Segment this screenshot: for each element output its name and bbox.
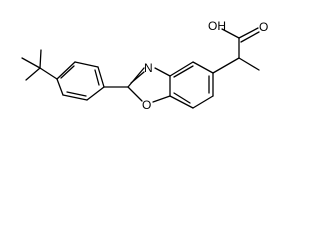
bond-ring-to-alpha-carbon bbox=[212, 57, 240, 74]
bond-c-o-1 bbox=[238, 27, 259, 39]
propanoic-acid-group bbox=[212, 27, 260, 74]
bond-tbu-methyl-3 bbox=[39, 49, 42, 69]
structure-diagram: OH O N O bbox=[21, 19, 269, 112]
bond-bz-double-1 bbox=[173, 92, 191, 104]
bond-bz-2 bbox=[169, 95, 194, 109]
oxazole-nitrogen-label: N bbox=[144, 61, 153, 75]
benzo-ring bbox=[169, 61, 214, 109]
bond-bz-5 bbox=[192, 61, 214, 74]
bond-ph-double-1 bbox=[66, 91, 87, 97]
bond-ph-double-3 bbox=[60, 65, 75, 79]
bond-c-o-2 bbox=[240, 31, 260, 43]
molecule-drawing: OH O N O bbox=[21, 19, 268, 112]
bond-ph-4 bbox=[97, 66, 105, 88]
bond-bz-double-3 bbox=[173, 65, 194, 78]
bond-c2-o bbox=[127, 86, 143, 102]
bond-c-oh bbox=[221, 28, 240, 39]
bond-alpha-methyl bbox=[238, 57, 260, 71]
oxazole-ring bbox=[127, 67, 171, 103]
bond-ph-5 bbox=[74, 61, 99, 68]
bond-ph-2 bbox=[62, 94, 88, 101]
bond-ph-6 bbox=[56, 61, 76, 80]
oxazole-oxygen-label: O bbox=[142, 98, 151, 112]
bond-bz-6 bbox=[169, 61, 194, 77]
bond-bz-3 bbox=[192, 95, 214, 109]
carbonyl-oxygen-label: O bbox=[259, 20, 268, 34]
bond-tbu-to-ring bbox=[39, 67, 58, 80]
bond-c2-n-double bbox=[130, 71, 145, 84]
bond-ph-double-2 bbox=[94, 69, 100, 86]
bond-c2-n bbox=[127, 67, 145, 88]
bond-ph-1 bbox=[56, 78, 64, 96]
bond-tbu-methyl-1 bbox=[21, 57, 41, 69]
bond-o-c7a bbox=[152, 95, 171, 103]
hydroxyl-label: OH bbox=[208, 19, 226, 33]
bond-tbu-methyl-2 bbox=[25, 67, 41, 81]
bond-ph-3 bbox=[86, 86, 105, 101]
bond-n-c3a bbox=[154, 67, 171, 77]
phenyl-ring bbox=[56, 61, 105, 101]
tert-butyl-group bbox=[21, 49, 58, 81]
